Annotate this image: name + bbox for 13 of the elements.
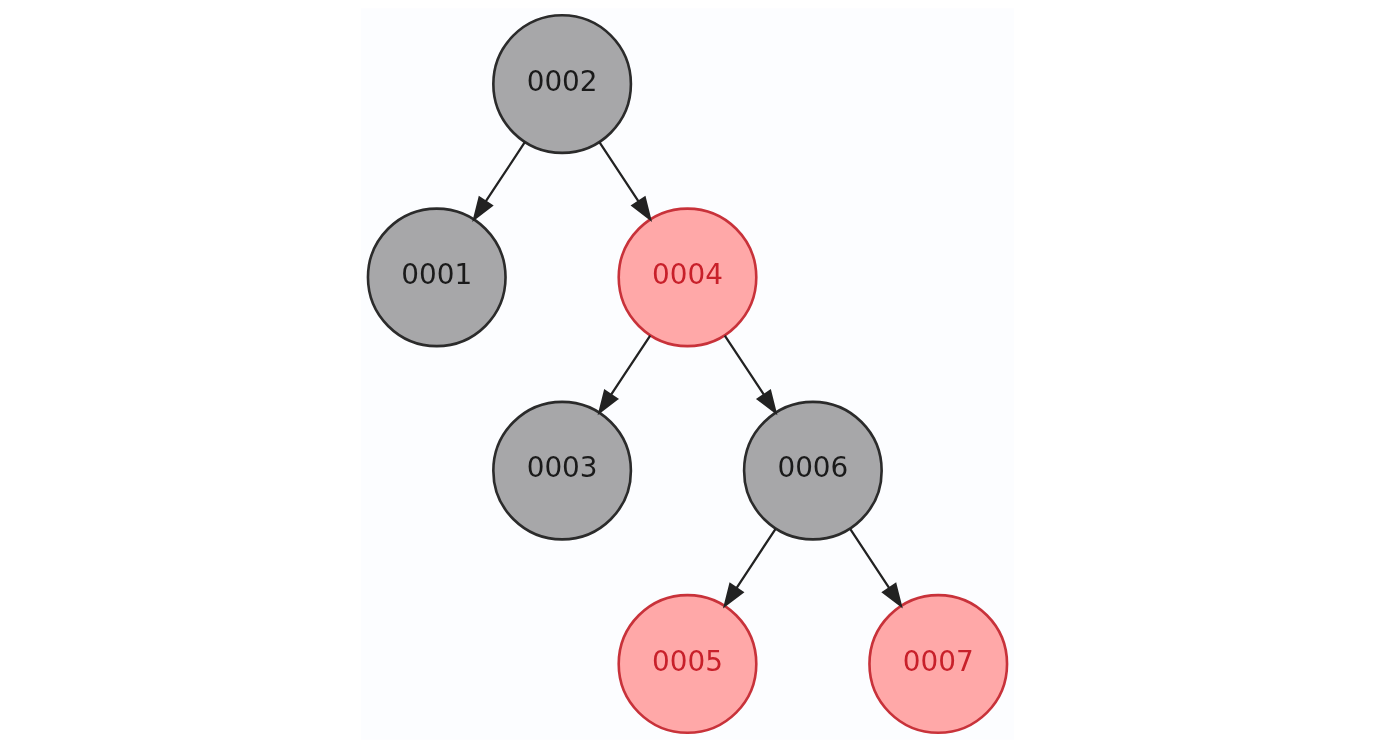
- arrow: [597, 141, 652, 222]
- arrow: [723, 334, 777, 416]
- node-circle: 0002: [491, 14, 632, 155]
- node-circle: 0006: [742, 400, 883, 541]
- arrow: [471, 141, 526, 222]
- node-circle: 0005: [616, 593, 758, 734]
- node-circle: 0004: [616, 207, 758, 348]
- node-circle: 0003: [491, 400, 632, 541]
- arrow: [848, 528, 903, 609]
- node-circle: 0007: [867, 593, 1008, 734]
- node-circle: 0001: [366, 207, 507, 348]
- arrow: [597, 334, 651, 416]
- arrow: [722, 528, 777, 609]
